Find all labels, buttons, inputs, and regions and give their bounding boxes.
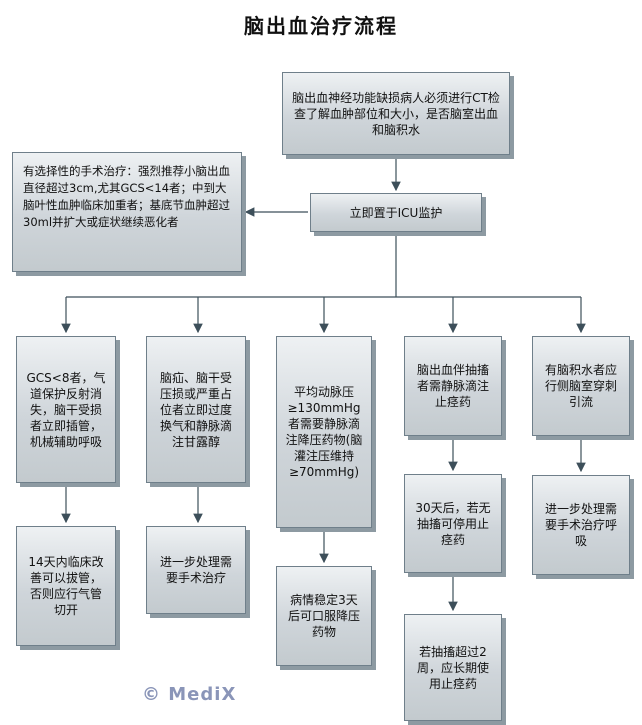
col4-box-a: 脑出血伴抽搐者需静脉滴注止痉药	[404, 336, 502, 436]
col2-box-b: 进一步处理需要手术治疗	[146, 526, 246, 614]
surgery-box: 有选择性的手术治疗：强烈推荐小脑出血直径超过3cm,尤其GCS<14者；中到大脑…	[12, 152, 242, 272]
col4-box-c: 若抽搐超过2周，应长期使用止痉药	[404, 614, 502, 721]
page-title: 脑出血治疗流程	[244, 14, 398, 38]
col3-box-b: 病情稳定3天后可口服降压药物	[276, 566, 372, 666]
icu-box: 立即置于ICU监护	[310, 193, 482, 232]
col5-box-b: 进一步处理需要手术治疗呼吸	[532, 475, 630, 575]
ct-exam-box: 脑出血神经功能缺损病人必须进行CT检查了解血肿部位和大小，是否脑室出血和脑积水	[282, 72, 510, 155]
watermark-logo: © MediX	[142, 684, 237, 705]
col3-box-a: 平均动脉压≥130mmHg者需要静脉滴注降压药物(脑灌注压维持≥70mmHg)	[276, 336, 372, 528]
col2-box-a: 脑疝、脑干受压损或严重占位者立即过度换气和静脉滴注甘露醇	[146, 336, 246, 483]
col4-box-b: 30天后，若无抽搐可停用止痉药	[404, 474, 502, 573]
col1-box-a: GCS<8者，气道保护反射消失，脑干受损者立即插管，机械辅助呼吸	[16, 336, 116, 483]
col1-box-b: 14天内临床改善可以拔管，否则应行气管切开	[16, 526, 116, 646]
col5-box-a: 有脑积水者应行侧脑室穿刺引流	[532, 336, 630, 436]
